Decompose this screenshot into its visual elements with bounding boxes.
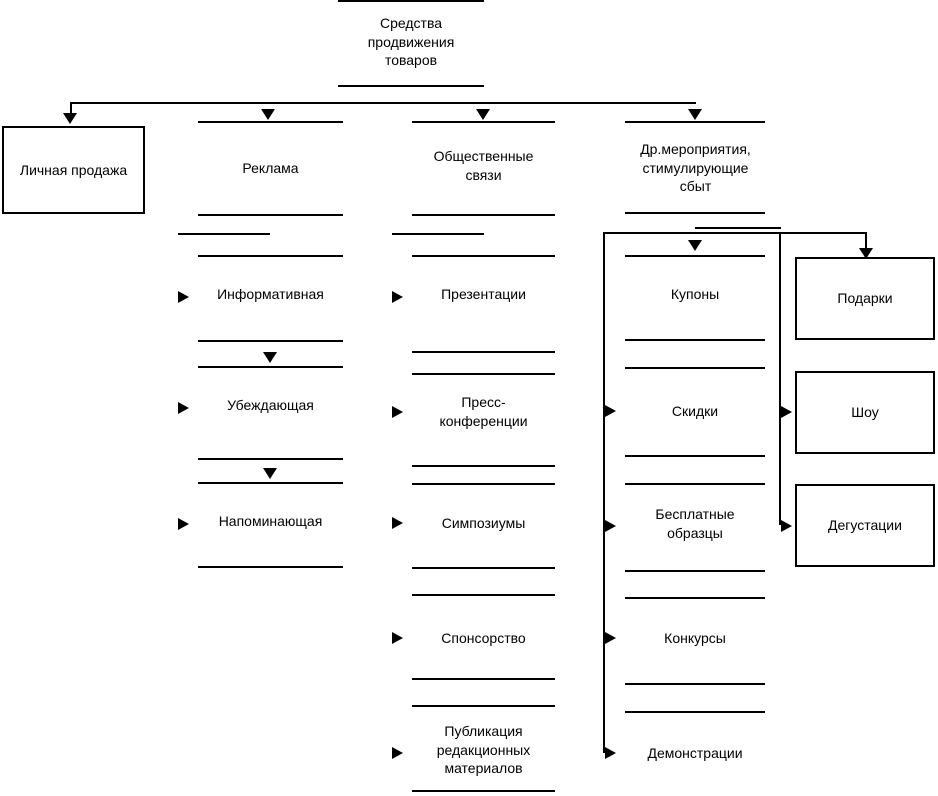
node-pr-item-3[interactable]: Симпозиумы xyxy=(441,514,526,531)
col4-head-top-rule xyxy=(625,121,765,123)
col4-item1-top-rule xyxy=(625,255,765,257)
node-sp-item-2[interactable]: Скидки xyxy=(671,402,719,419)
root-bus-drop-col1 xyxy=(70,102,72,116)
arrow-down-col2-item2 xyxy=(263,352,277,363)
col3-item1-bottom-rule xyxy=(412,351,555,353)
node-advertising-item-2[interactable]: Убеждающая xyxy=(227,396,314,413)
col2-spur-rule xyxy=(178,233,270,235)
col3-head-top-rule xyxy=(412,121,555,123)
col2-head-top-rule xyxy=(198,121,343,123)
col2-item3-bottom-rule xyxy=(198,566,343,568)
node-show[interactable]: Шоу xyxy=(795,371,935,454)
col4-spur-rule xyxy=(695,227,781,229)
col3-item3-bottom-rule xyxy=(412,567,555,569)
arrow-right-col3-item4 xyxy=(392,632,403,644)
col4-item2-bottom-rule xyxy=(625,455,765,457)
col3-item5-bottom-rule xyxy=(412,790,555,792)
bracket-top-horizontal xyxy=(603,232,867,234)
col4-item5-top-rule xyxy=(625,711,765,713)
arrow-right-col2-item1 xyxy=(178,291,189,303)
arrow-down-col2 xyxy=(261,109,275,120)
col3-item3-top-rule xyxy=(412,483,555,485)
col4-item2-top-rule xyxy=(625,367,765,369)
node-pr-item-4[interactable]: Спонсорство xyxy=(441,629,526,646)
col4-item3-bottom-rule xyxy=(625,570,765,572)
arrow-right-col3-item3 xyxy=(392,517,403,529)
col4-head-bottom-rule xyxy=(625,212,765,214)
node-pr-item-2[interactable]: Пресс- конференции xyxy=(439,394,528,429)
col4-item4-top-rule xyxy=(625,597,765,599)
col4-item1-bottom-rule xyxy=(625,339,765,341)
root-bottom-rule xyxy=(338,85,484,87)
node-advertising-item-3[interactable]: Напоминающая xyxy=(218,512,323,529)
node-sp-item-1[interactable]: Купоны xyxy=(670,285,720,302)
col4-item3-top-rule xyxy=(625,483,765,485)
node-pr-item-5[interactable]: Публикация редакционных материалов xyxy=(436,722,531,777)
arrow-right-col2-item2 xyxy=(178,402,189,414)
arrow-right-tasting xyxy=(781,520,792,532)
arrow-right-col4-item5 xyxy=(605,747,616,759)
bracket-left-vertical xyxy=(603,232,605,753)
col3-spur-rule xyxy=(392,233,484,235)
node-sp-item-5[interactable]: Демонстрации xyxy=(647,744,743,761)
arrow-down-col2-item3 xyxy=(263,468,277,479)
arrow-down-gifts xyxy=(859,248,873,259)
col3-item4-top-rule xyxy=(412,594,555,596)
col3-item2-top-rule xyxy=(412,373,555,375)
col2-head-bottom-rule xyxy=(198,214,343,216)
root-node-label: Средства продвижения товаров xyxy=(367,14,455,69)
node-advertising[interactable]: Реклама xyxy=(242,159,299,176)
col2-item3-top-rule xyxy=(198,482,343,484)
col3-item4-bottom-rule xyxy=(412,678,555,680)
col3-item5-top-rule xyxy=(412,705,555,707)
root-top-rule xyxy=(338,0,484,2)
col2-item1-bottom-rule xyxy=(198,340,343,342)
arrow-right-col3-item5 xyxy=(392,747,403,759)
arrow-right-col4-item3 xyxy=(605,520,616,532)
arrow-right-col4-item4 xyxy=(605,632,616,644)
col2-item2-bottom-rule xyxy=(198,458,343,460)
col3-item2-bottom-rule xyxy=(412,465,555,467)
node-gifts[interactable]: Подарки xyxy=(795,257,935,340)
node-personal-selling[interactable]: Личная продажа xyxy=(2,126,145,214)
col3-head-bottom-rule xyxy=(412,214,555,216)
bracket-right-vertical xyxy=(779,232,781,525)
arrow-right-show xyxy=(781,406,792,418)
col4-item4-bottom-rule xyxy=(625,683,765,685)
node-pr-item-1[interactable]: Презентации xyxy=(441,285,526,302)
node-public-relations[interactable]: Общественные связи xyxy=(433,148,534,183)
node-sp-item-4[interactable]: Конкурсы xyxy=(664,629,726,646)
arrow-right-col3-item2 xyxy=(392,406,403,418)
arrow-down-col3 xyxy=(476,109,490,120)
root-bus-horizontal xyxy=(70,102,696,104)
col2-item2-top-rule xyxy=(198,366,343,368)
bracket-gifts-drop xyxy=(865,232,867,252)
arrow-down-col1 xyxy=(63,113,77,124)
col3-item1-top-rule xyxy=(412,255,555,257)
node-sp-item-3[interactable]: Бесплатные образцы xyxy=(655,506,735,541)
arrow-right-col4-item2 xyxy=(605,405,616,417)
arrow-right-col3-item1 xyxy=(392,291,403,303)
node-tasting[interactable]: Дегустации xyxy=(795,484,935,567)
arrow-down-col4 xyxy=(688,109,702,120)
arrow-right-col2-item3 xyxy=(178,518,189,530)
node-advertising-item-1[interactable]: Информативная xyxy=(217,285,324,302)
col2-item1-top-rule xyxy=(198,255,343,257)
arrow-down-col4-item1 xyxy=(688,240,702,251)
node-sales-promotion[interactable]: Др.мероприятия, стимулирующие сбыт xyxy=(640,140,751,195)
